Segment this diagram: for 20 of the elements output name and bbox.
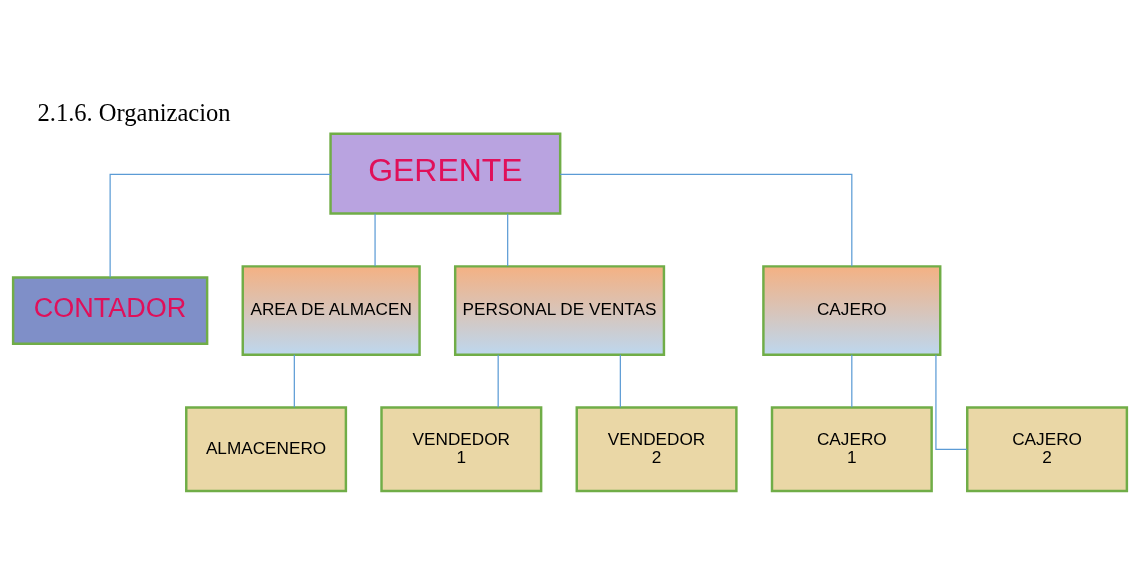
connector — [109, 173, 332, 278]
connector — [935, 354, 968, 450]
node-box: CAJERO 2 — [966, 406, 1129, 493]
connector — [851, 354, 853, 408]
node-box: AREA DE ALMACEN — [241, 265, 421, 356]
node-box: CONTADOR — [11, 276, 209, 345]
node-box: PERSONAL DE VENTAS — [453, 265, 666, 356]
connector — [507, 213, 509, 267]
node-box: CAJERO 1 — [770, 406, 933, 493]
connector — [559, 173, 853, 267]
node-box: ALMACENERO — [185, 406, 348, 493]
node-box: GERENTE — [329, 132, 562, 215]
diagram-title: 2.1.6. Organizacion — [37, 99, 231, 127]
node-box: CAJERO — [762, 265, 942, 356]
connector — [293, 354, 295, 408]
connector — [374, 213, 376, 267]
node-box: VENDEDOR 2 — [575, 406, 738, 493]
node-box: VENDEDOR 1 — [380, 406, 543, 493]
connector — [497, 354, 499, 408]
connector — [619, 354, 621, 408]
